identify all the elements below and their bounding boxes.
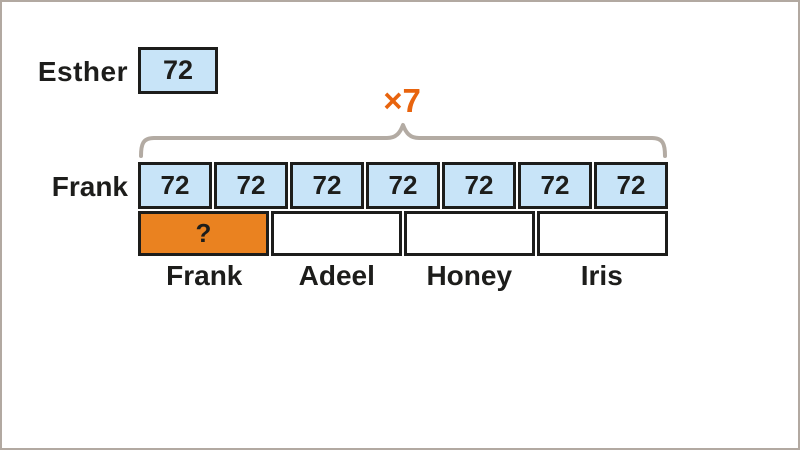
share-name-iris: Iris — [580, 260, 623, 291]
frank-cell: 72 — [518, 162, 592, 209]
shares-bar: ? — [138, 211, 668, 256]
share-cell-frank: ? — [138, 211, 269, 256]
share-name-honey: Honey — [426, 260, 513, 291]
frank-bar: 72 72 72 72 72 72 72 — [138, 162, 668, 209]
share-cell-adeel — [271, 211, 402, 256]
esther-value-box: 72 — [138, 47, 218, 94]
frank-cell: 72 — [442, 162, 516, 209]
share-names: Frank Adeel Honey Iris — [138, 260, 668, 292]
share-name-adeel: Adeel — [298, 260, 375, 291]
frank-cell: 72 — [290, 162, 364, 209]
frank-cell: 72 — [594, 162, 668, 209]
esther-row-label: Esther — [37, 56, 128, 87]
share-cell-honey — [404, 211, 535, 256]
frank-cell: 72 — [214, 162, 288, 209]
frank-cell: 72 — [366, 162, 440, 209]
share-name-frank: Frank — [166, 260, 243, 291]
frank-cell: 72 — [138, 162, 212, 209]
frank-row-label: Frank — [51, 171, 128, 202]
brace-icon — [139, 123, 667, 158]
share-cell-iris — [537, 211, 668, 256]
multiplier-label: ×7 — [383, 82, 421, 119]
